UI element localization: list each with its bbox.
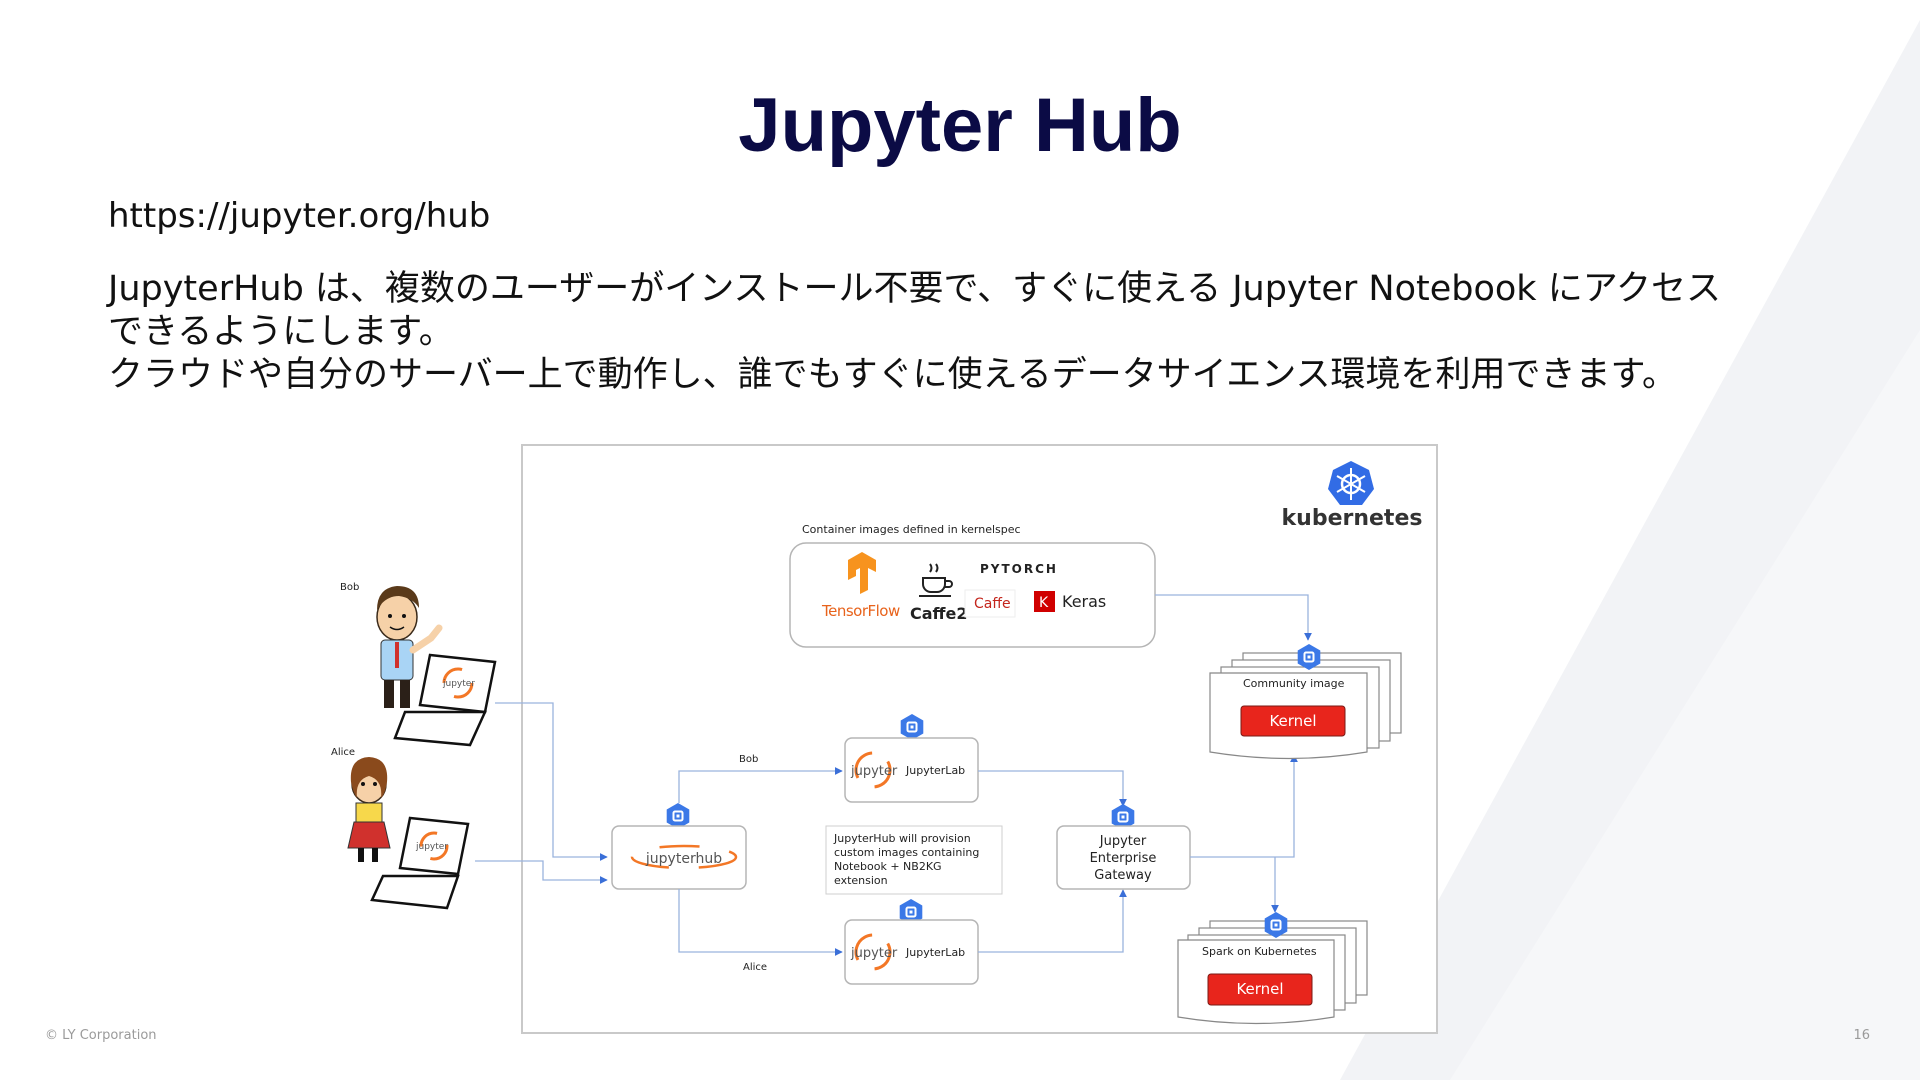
spark-label: Spark on Kubernetes (1202, 945, 1317, 958)
caffe-label: Caffe (974, 596, 1011, 612)
bob-laptop-jupyter: jupyter (442, 679, 475, 689)
edge-alice-label: Alice (743, 962, 767, 973)
note-line: custom images containing (834, 846, 979, 859)
jupyterlab-label: JupyterLab (905, 946, 965, 959)
note-line: Notebook + NB2KG (834, 860, 942, 873)
jupyterlab-label: JupyterLab (905, 764, 965, 777)
jupyter-label: jupyter (850, 946, 898, 961)
alice-avatar-icon (348, 757, 390, 862)
page-number: 16 (1853, 1028, 1870, 1043)
alice-laptop-jupyter: jupyter (415, 842, 448, 852)
gateway-line: Gateway (1094, 868, 1152, 883)
jupyter-label: jupyter (850, 764, 898, 779)
gateway-line: Jupyter (1099, 834, 1147, 849)
container-caption: Container images defined in kernelspec (802, 523, 1021, 536)
keras-label: Keras (1062, 592, 1106, 611)
kernel-label: Kernel (1269, 712, 1316, 730)
pytorch-label: PYTORCH (980, 562, 1058, 576)
caffe2-label: Caffe2 (910, 604, 967, 623)
gateway-line: Enterprise (1090, 851, 1157, 866)
edge-bob-label: Bob (739, 754, 758, 765)
keras-k: K (1039, 595, 1049, 611)
copyright: © LY Corporation (45, 1028, 157, 1043)
note-line: JupyterHub will provision (833, 832, 971, 845)
kernel-label: Kernel (1236, 980, 1283, 998)
tensorflow-label: TensorFlow (821, 602, 900, 620)
user-alice-label: Alice (331, 747, 355, 758)
note-line: extension (834, 874, 888, 887)
spark-stack (1178, 921, 1367, 1024)
kubernetes-label: kubernetes (1282, 506, 1423, 531)
user-bob-label: Bob (340, 582, 359, 593)
jupyterhub-label: jupyterhub (645, 851, 722, 867)
community-image-label: Community image (1243, 677, 1345, 690)
